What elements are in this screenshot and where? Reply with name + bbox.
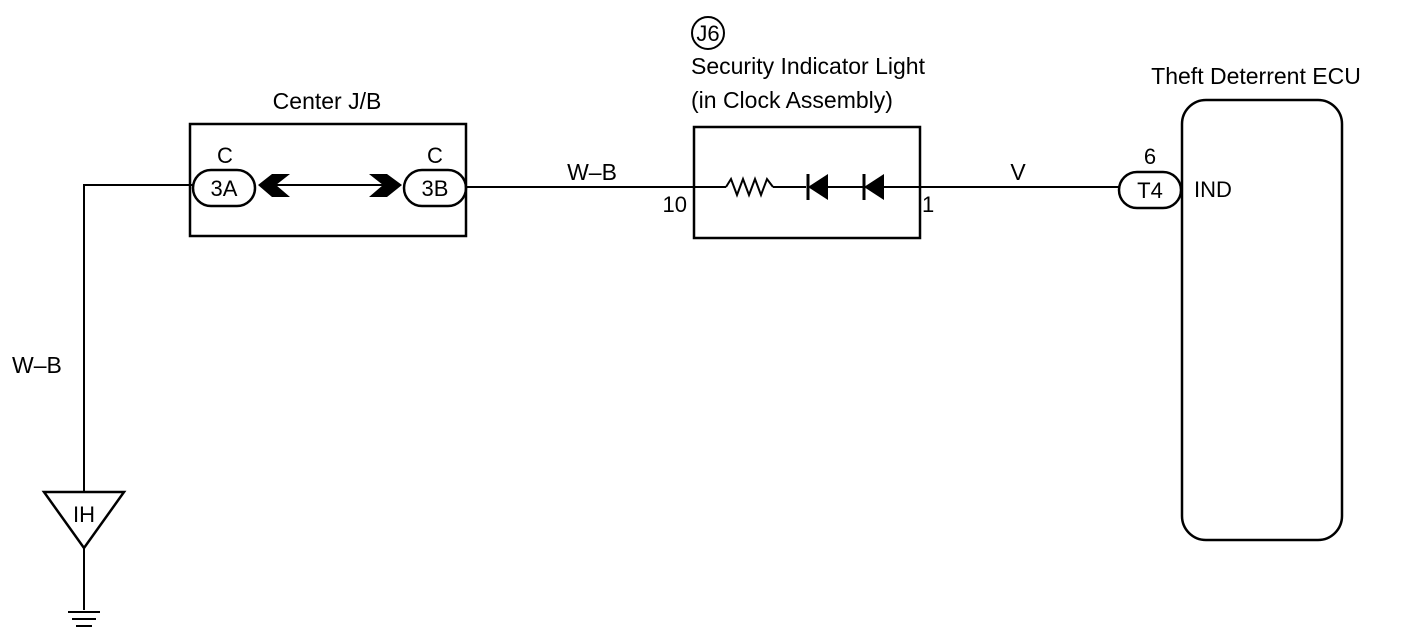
male-terminal-icon: [369, 174, 402, 197]
female-terminal-icon: [258, 174, 290, 197]
resistor-icon: [725, 176, 774, 198]
wire-light-to-ecu: V: [920, 159, 1119, 188]
center-jb-title: Center J/B: [273, 88, 382, 114]
connector-3b-code: C: [427, 143, 443, 168]
connector-3b-id: 3B: [422, 176, 449, 201]
ground-wire-label: W–B: [12, 352, 62, 378]
ecu-pin-number: 6: [1144, 144, 1156, 169]
security-light-badge: J6: [696, 21, 719, 46]
connector-3a: C 3A: [191, 143, 290, 208]
ecu-title: Theft Deterrent ECU: [1151, 63, 1361, 89]
security-light-title: Security Indicator Light: [691, 53, 926, 79]
ground-point: IH: [41, 490, 127, 627]
center-junction-block: Center J/B C 3A C 3B: [188, 88, 468, 238]
diode-icon: [862, 174, 884, 200]
security-light-pin-1: 1: [922, 192, 934, 217]
wire-jb-to-light-label: W–B: [567, 159, 617, 185]
ground-wire: W–B: [12, 184, 193, 492]
connector-3b: C 3B: [369, 143, 468, 208]
connector-3a-code: C: [217, 143, 233, 168]
ground-symbol-icon: [68, 611, 100, 627]
ecu-terminal-name: IND: [1194, 177, 1232, 202]
ground-id: IH: [73, 502, 95, 527]
diode-icon: [806, 174, 828, 200]
security-indicator-light: J6 Security Indicator Light (in Clock As…: [663, 16, 934, 240]
theft-deterrent-ecu: Theft Deterrent ECU 6 T4 IND: [1117, 63, 1361, 542]
ecu-connector: [1117, 170, 1183, 210]
ecu-connector-id: T4: [1137, 178, 1163, 203]
wire-light-to-ecu-label: V: [1010, 159, 1026, 185]
security-light-pin-10: 10: [663, 192, 687, 217]
wire-jb-to-light: W–B: [466, 159, 694, 188]
component-badge: [691, 16, 725, 50]
connector-3a-id: 3A: [211, 176, 238, 201]
security-light-subtitle: (in Clock Assembly): [691, 87, 893, 113]
